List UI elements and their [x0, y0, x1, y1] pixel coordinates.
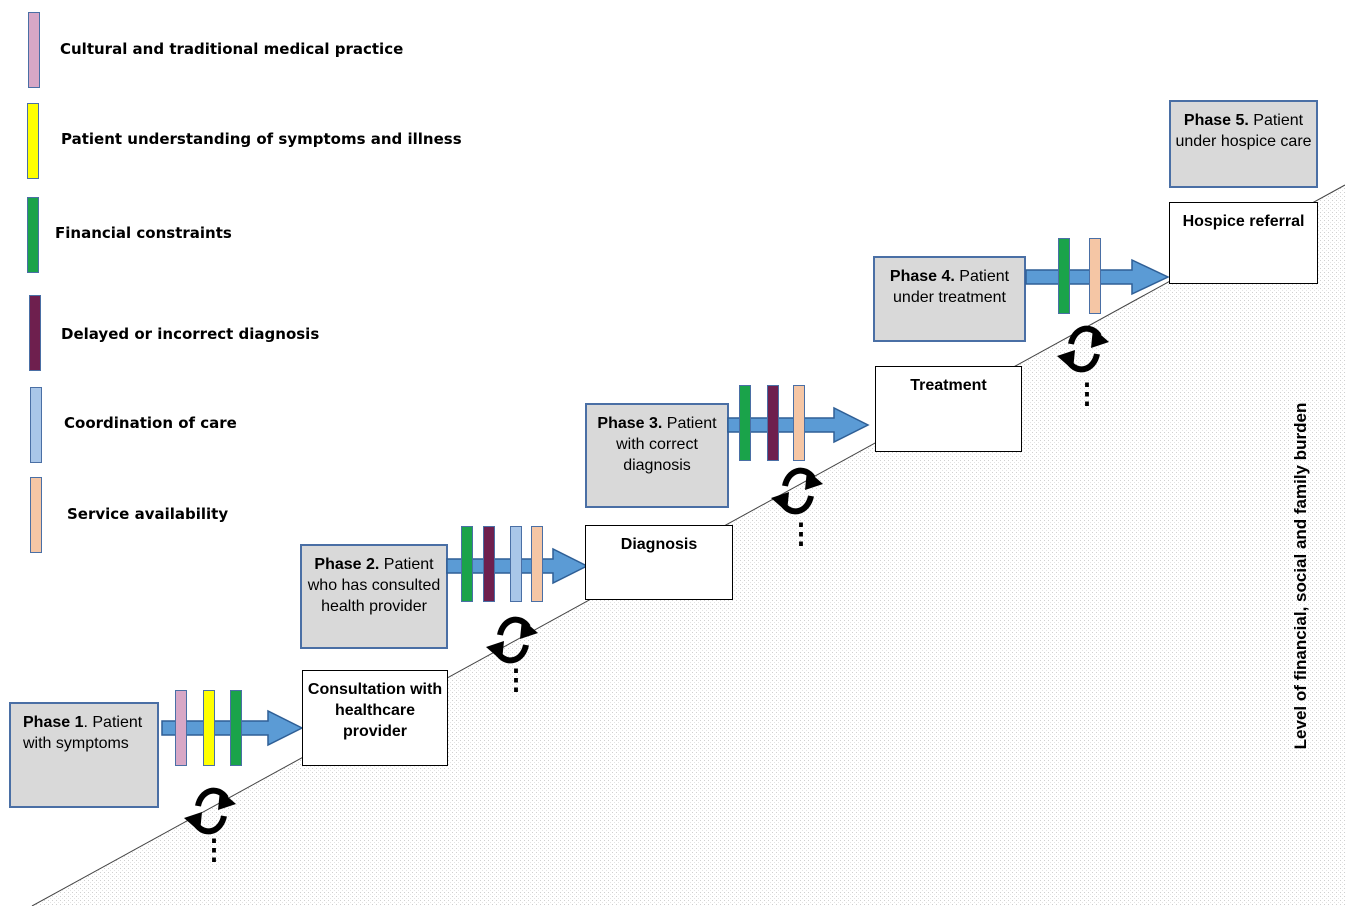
- step-consultation-box: Consultation with healthcare provider: [302, 670, 448, 766]
- phase-3-barrier-diagnosis-delay: [767, 385, 779, 461]
- phase-1-barrier-financial: [230, 690, 242, 766]
- phase-4-cycle-icon: [1057, 325, 1109, 373]
- phase-2-text: Patient who has consulted health provide…: [307, 556, 441, 615]
- phase-2-cycle-dots: ⋮: [502, 664, 530, 695]
- phase-5-number: Phase 5.: [1183, 112, 1249, 129]
- burden-axis-label: Level of financial, social and family bu…: [1291, 402, 1310, 750]
- legend-item-understanding: Patient understanding of symptoms and il…: [0, 103, 462, 183]
- legend-label-financial: Financial constraints: [55, 224, 232, 242]
- phase-4-text: Patient under treatment: [893, 268, 1010, 306]
- phase-2-barrier-service: [531, 526, 543, 602]
- phase-5-box: Phase 5. Patient under hospice care: [1169, 100, 1318, 188]
- phase-3-number: Phase 3.: [597, 415, 663, 432]
- step-diagnosis-box: Diagnosis: [585, 525, 733, 600]
- legend-swatch-diagnosis-delay: [29, 295, 41, 371]
- phase-4-box: Phase 4. Patient under treatment: [873, 256, 1026, 342]
- legend-label-coordination: Coordination of care: [64, 414, 237, 432]
- phase-2-barrier-coordination: [510, 526, 522, 602]
- phase-1-cycle-dots: ⋮: [200, 834, 228, 865]
- legend-label-understanding: Patient understanding of symptoms and il…: [61, 130, 462, 148]
- phase-4-barrier-service: [1089, 238, 1101, 314]
- phase-1-barrier-understanding: [203, 690, 215, 766]
- phase-1-barrier-cultural: [175, 690, 187, 766]
- phase-3-barrier-financial: [739, 385, 751, 461]
- phase-1-box: Phase 1. Patient with symptoms: [9, 702, 159, 808]
- legend-label-service: Service availability: [67, 505, 229, 523]
- legend-item-financial: Financial constraints: [0, 197, 460, 277]
- legend-label-diagnosis-delay: Delayed or incorrect diagnosis: [61, 325, 320, 343]
- phase-2-cycle-icon: [486, 616, 538, 664]
- phase-2-barrier-financial: [461, 526, 473, 602]
- phase-1-number: Phase 1: [23, 714, 84, 731]
- phase-2-number: Phase 2.: [314, 556, 380, 573]
- phase-2-box: Phase 2. Patient who has consulted healt…: [300, 544, 448, 649]
- legend-swatch-cultural: [28, 12, 40, 88]
- phase-3-cycle-dots: ⋮: [787, 518, 815, 549]
- phase-4-barrier-financial: [1058, 238, 1070, 314]
- legend-swatch-financial: [27, 197, 39, 273]
- legend-swatch-understanding: [27, 103, 39, 179]
- legend-swatch-coordination: [30, 387, 42, 463]
- legend-item-coordination: Coordination of care: [0, 387, 460, 467]
- legend-item-service: Service availability: [0, 477, 460, 557]
- step-treatment-box: Treatment: [875, 366, 1022, 452]
- phase-3-barrier-service: [793, 385, 805, 461]
- step-hospice-box: Hospice referral: [1169, 202, 1318, 284]
- phase-3-text: Patient with correct diagnosis: [616, 415, 717, 474]
- legend-item-diagnosis-delay: Delayed or incorrect diagnosis: [0, 295, 460, 375]
- phase-3-box: Phase 3. Patient with correct diagnosis: [585, 403, 729, 508]
- phase-1-text: Patient with symptoms: [23, 714, 143, 752]
- phase-1-sep: .: [83, 714, 88, 731]
- legend-label-cultural: Cultural and traditional medical practic…: [60, 40, 404, 58]
- phase-4-number: Phase 4.: [889, 268, 955, 285]
- phase-4-cycle-dots: ⋮: [1073, 378, 1101, 409]
- phase-2-barrier-diagnosis-delay: [483, 526, 495, 602]
- phase-5-text: Patient under hospice care: [1175, 112, 1312, 150]
- phase-3-cycle-icon: [771, 467, 823, 515]
- phase-1-cycle-icon: [184, 787, 236, 835]
- legend-swatch-service: [30, 477, 42, 553]
- legend-item-cultural: Cultural and traditional medical practic…: [0, 12, 460, 92]
